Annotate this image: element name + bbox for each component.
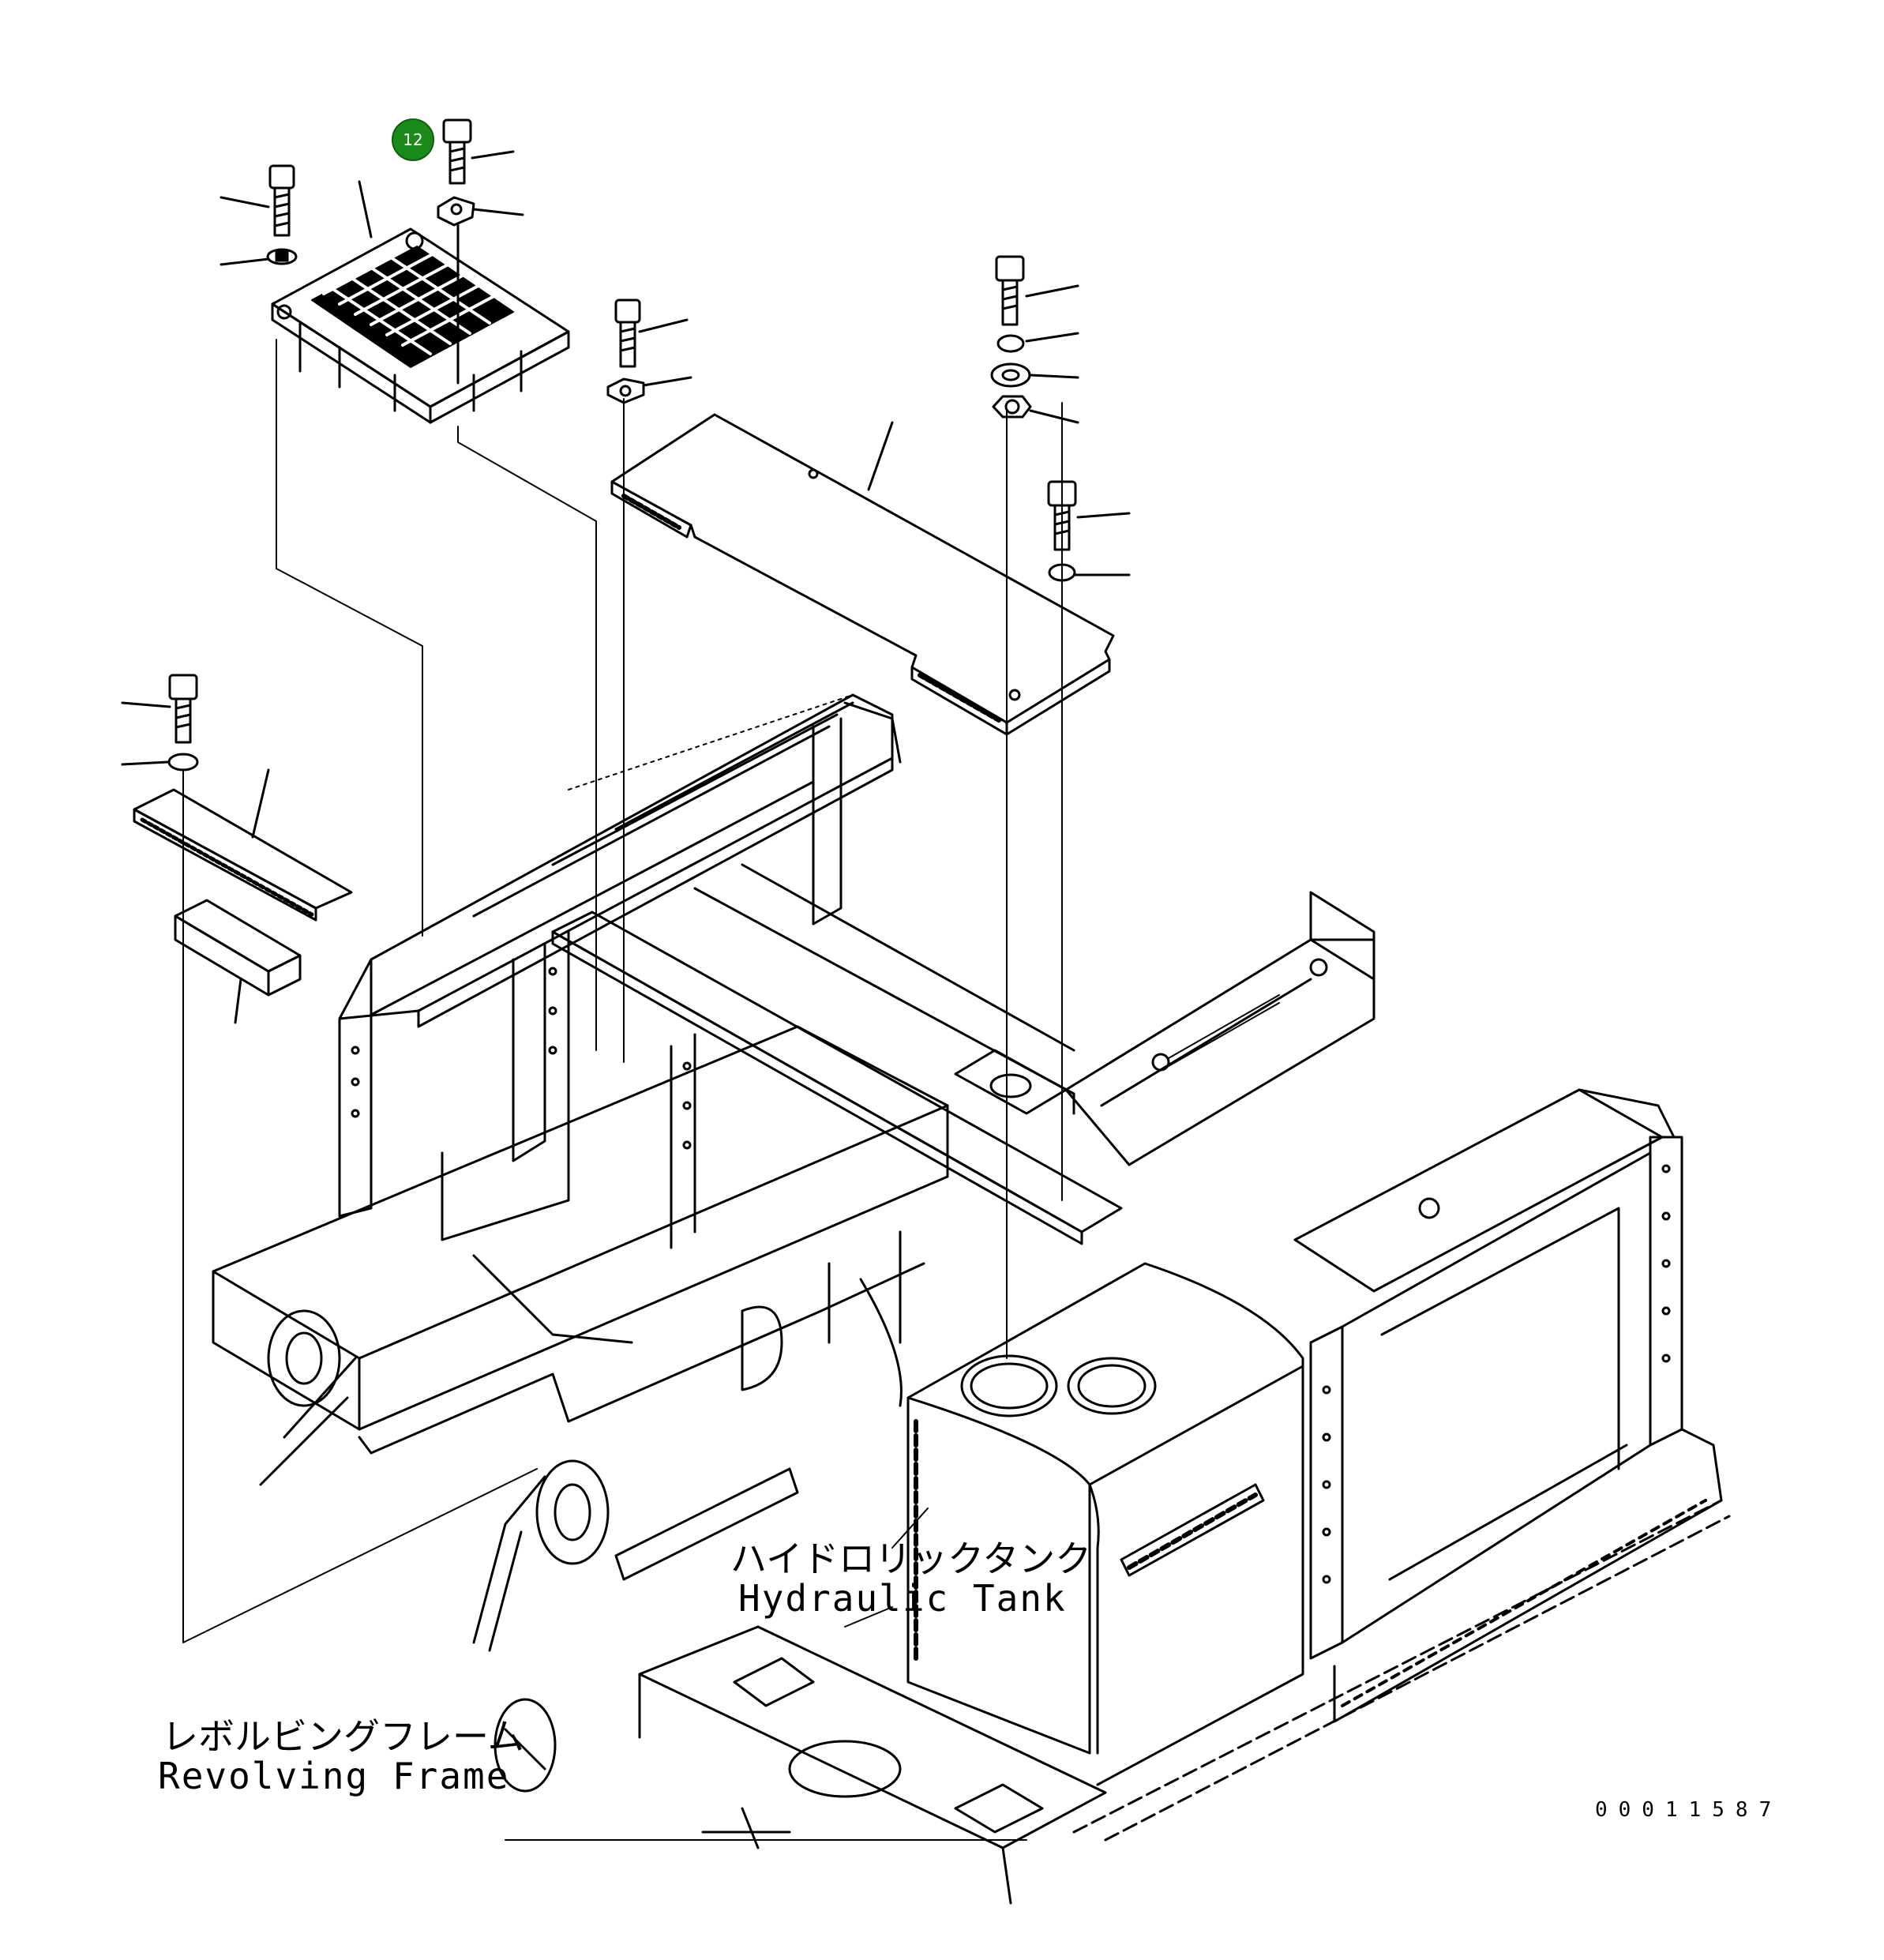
- bolt-icon: [1047, 480, 1131, 551]
- bolt-icon: [614, 299, 689, 368]
- washer-icon: [606, 376, 692, 404]
- drawing-reference-number: 00011587: [1595, 1798, 1782, 1822]
- callout-number: 12: [403, 130, 422, 149]
- bolt-icon: [442, 118, 515, 185]
- washer-icon: [437, 196, 524, 227]
- revolving-frame-label-en: Revolving Frame: [158, 1755, 509, 1797]
- guide-lines: [276, 339, 1063, 1359]
- rubber-block: [174, 899, 302, 1024]
- bolt-icon: [220, 164, 295, 237]
- bolt-icon: [995, 255, 1079, 326]
- bolt-icon: [121, 674, 198, 744]
- callout-badge[interactable]: 12: [392, 118, 434, 161]
- revolving-frame-label-jp: レボルビングフレーム: [162, 1715, 524, 1758]
- small-plate: [133, 768, 353, 922]
- washer-icon: [990, 362, 1079, 388]
- cover-plate-long: [610, 413, 1115, 736]
- hydraulic-tank: [906, 1262, 1304, 1786]
- callout-circle: [392, 118, 434, 161]
- hydraulic-tank-label-en: Hydraulic Tank: [738, 1577, 1067, 1620]
- right-box-frame: [1293, 1088, 1723, 1723]
- nut-icon: [992, 395, 1079, 424]
- hydraulic-tank-label-jp: ハイドロリックタンク: [730, 1538, 1091, 1580]
- revolving-frame: [212, 1025, 949, 1652]
- upper-right-frame: [1064, 891, 1375, 1166]
- washer-icon: [220, 248, 298, 266]
- step-plate-grid: [271, 227, 570, 424]
- radiator-frame: [338, 693, 902, 1249]
- cross-beam: [551, 863, 1123, 1245]
- washer-icon: [121, 753, 199, 772]
- base-plate-bottom: [494, 1499, 1731, 1905]
- washer-icon: [996, 332, 1079, 353]
- washer-icon: [1048, 563, 1131, 582]
